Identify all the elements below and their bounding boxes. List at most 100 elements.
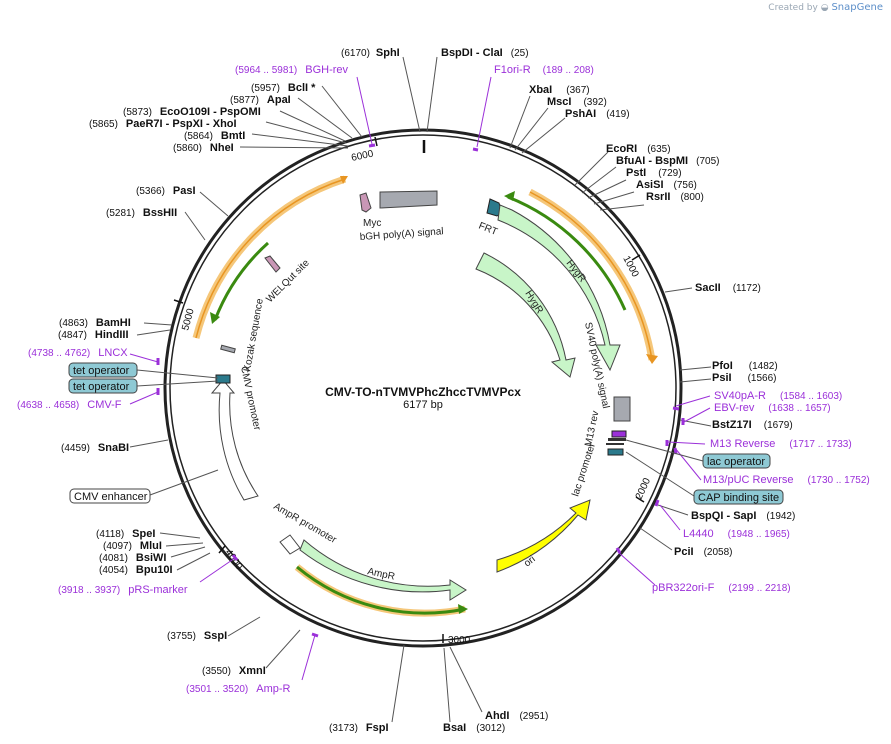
site-pcii: PciI(2058) xyxy=(674,546,732,558)
leader-ebv-rev xyxy=(683,407,711,423)
credit-brand: SnapGene xyxy=(831,2,883,13)
leader-m13-reverse xyxy=(667,441,706,445)
snapgene-logo-icon: ◒ xyxy=(820,3,829,13)
site-fspi: (3173)FspI xyxy=(329,722,389,734)
backbone xyxy=(163,128,683,648)
lac-operator-text: lac operator xyxy=(707,456,765,468)
primer-bgh-rev: (5964 .. 5981)BGH-rev xyxy=(235,64,349,76)
primer-marks xyxy=(156,143,685,638)
site-sacii: SacII(1172) xyxy=(695,282,761,294)
site-bsshii: (5281)BssHII xyxy=(106,207,177,219)
site-bpu10i: (4054)Bpu10I xyxy=(99,564,173,576)
leader-paer7i xyxy=(265,121,347,144)
primer-ebv-rev: EBV-rev(1638 .. 1657) xyxy=(714,402,831,414)
leader-xbai xyxy=(509,95,531,149)
leader-tet-op-1 xyxy=(136,369,219,379)
backbone-outer-ring xyxy=(163,128,683,648)
leader-pfoi xyxy=(679,366,712,371)
leader-cmv-f xyxy=(129,391,159,405)
leader-hindiii xyxy=(136,329,171,336)
site-bmti: (5864)BmtI xyxy=(184,130,245,142)
orf-left-green xyxy=(213,241,270,321)
tet-operator-box-1 xyxy=(68,362,138,378)
lac-operator-box xyxy=(702,453,771,469)
leader-prs-marker xyxy=(199,557,236,583)
site-bsiwi: (4081)BsiWI xyxy=(99,552,166,564)
label-ampr-promoter: AmpR promoter xyxy=(272,501,339,546)
lac-op-mark-1 xyxy=(608,438,626,441)
m13-rev-shape xyxy=(611,430,627,438)
primer-amp-r: (3501 .. 3520)Amp-R xyxy=(186,683,291,695)
leader-psti xyxy=(587,179,627,199)
bgh-polya-shape xyxy=(379,190,438,209)
tet-op-shape xyxy=(215,374,231,384)
tick-1000 xyxy=(631,254,641,261)
site-ahdi: AhdI(2951) xyxy=(485,710,548,722)
mark-pbr322ori-f xyxy=(615,547,622,554)
site-bamhi: (4863)BamHI xyxy=(59,317,131,329)
leader-bpu10i xyxy=(176,552,211,571)
label-ori: ori xyxy=(522,554,538,570)
leader-f1ori-r xyxy=(476,76,492,148)
orf-right-green-head xyxy=(504,191,515,201)
leader-bmti xyxy=(251,133,349,147)
site-sphi: (6170)SphI xyxy=(341,47,400,59)
plasmid-name: CMV-TO-nTVMVPhcZhccTVMVPcx xyxy=(325,385,521,399)
leader-bamhi xyxy=(143,322,173,326)
boxed-labels: tet operator tet operator CMV enhancer l… xyxy=(68,362,784,505)
site-nhei: (5860)NheI xyxy=(173,142,234,154)
leader-pshai xyxy=(521,117,566,154)
leader-nhei xyxy=(239,146,349,149)
leader-rsrii xyxy=(599,204,645,211)
tick-label-6000: 6000 xyxy=(350,148,374,163)
enzyme-labels: (6170)SphI BspDI - ClaI(25) XbaI(367) Ms… xyxy=(58,47,795,734)
site-sspi: (3755)SspI xyxy=(167,630,227,642)
leader-fspi xyxy=(391,644,405,723)
orf-bottom-green-head xyxy=(458,604,468,614)
leader-spei xyxy=(159,532,201,539)
site-pasi: (5366)PasI xyxy=(136,185,196,197)
leader-tet-op-2 xyxy=(136,380,219,387)
mark-bgh-rev xyxy=(368,143,376,148)
primer-l4440: L4440(1948 .. 1965) xyxy=(683,528,790,540)
primer-m13-puc-reverse: M13/pUC Reverse(1730 .. 1752) xyxy=(703,474,870,486)
leader-lac-operator xyxy=(625,439,704,462)
leader-bstz17i xyxy=(679,419,712,427)
backbone-inner-ring xyxy=(169,134,677,642)
leader-cmv-enhancer xyxy=(149,469,219,496)
plasmid-length: 6177 bp xyxy=(403,399,443,411)
mark-prs-marker xyxy=(231,554,239,561)
leader-bsai xyxy=(443,647,451,723)
orf-right-green xyxy=(507,195,627,311)
leader-snabi xyxy=(129,439,169,448)
primer-cmv-f: (4638 .. 4658)CMV-F xyxy=(17,399,122,411)
primer-m13-reverse: M13 Reverse(1717 .. 1733) xyxy=(710,438,852,450)
credit-text: Created by xyxy=(768,3,818,13)
leader-bsiwi xyxy=(170,546,206,558)
leader-psii xyxy=(679,378,712,383)
leader-mlui xyxy=(165,542,204,547)
leader-amp-r xyxy=(301,634,316,681)
primer-pbr322ori-f: pBR322ori-F(2199 .. 2218) xyxy=(652,582,791,594)
ampr-arrow xyxy=(299,539,467,601)
leader-bcli xyxy=(321,85,363,138)
leader-m13-puc-reverse xyxy=(674,447,702,481)
label-m13rev: M13 rev xyxy=(583,410,601,448)
tick-label-4000: 4000 xyxy=(223,547,245,572)
leader-ahdi xyxy=(449,646,483,713)
primer-sv40pa-r: SV40pA-R(1584 .. 1603) xyxy=(714,390,842,402)
orf-left-orange-line xyxy=(195,178,346,339)
mark-l4440 xyxy=(654,499,660,507)
leader-lncx xyxy=(129,353,159,363)
site-bfuai-bspmi: BfuAI - BspMI(705) xyxy=(616,155,719,167)
mark-f1ori-r xyxy=(472,147,479,152)
mark-m13-puc-reverse xyxy=(673,447,678,455)
site-bspdi-clai: BspDI - ClaI(25) xyxy=(441,47,529,59)
site-spei: (4118)SpeI xyxy=(96,528,155,540)
tick-4000 xyxy=(218,545,226,554)
primer-labels: (5964 .. 5981)BGH-rev F1ori-R(189 .. 208… xyxy=(17,64,870,695)
leader-ecoo109i xyxy=(279,110,346,142)
mark-amp-r xyxy=(311,632,319,638)
site-hindiii: (4847)HindIII xyxy=(58,329,129,341)
